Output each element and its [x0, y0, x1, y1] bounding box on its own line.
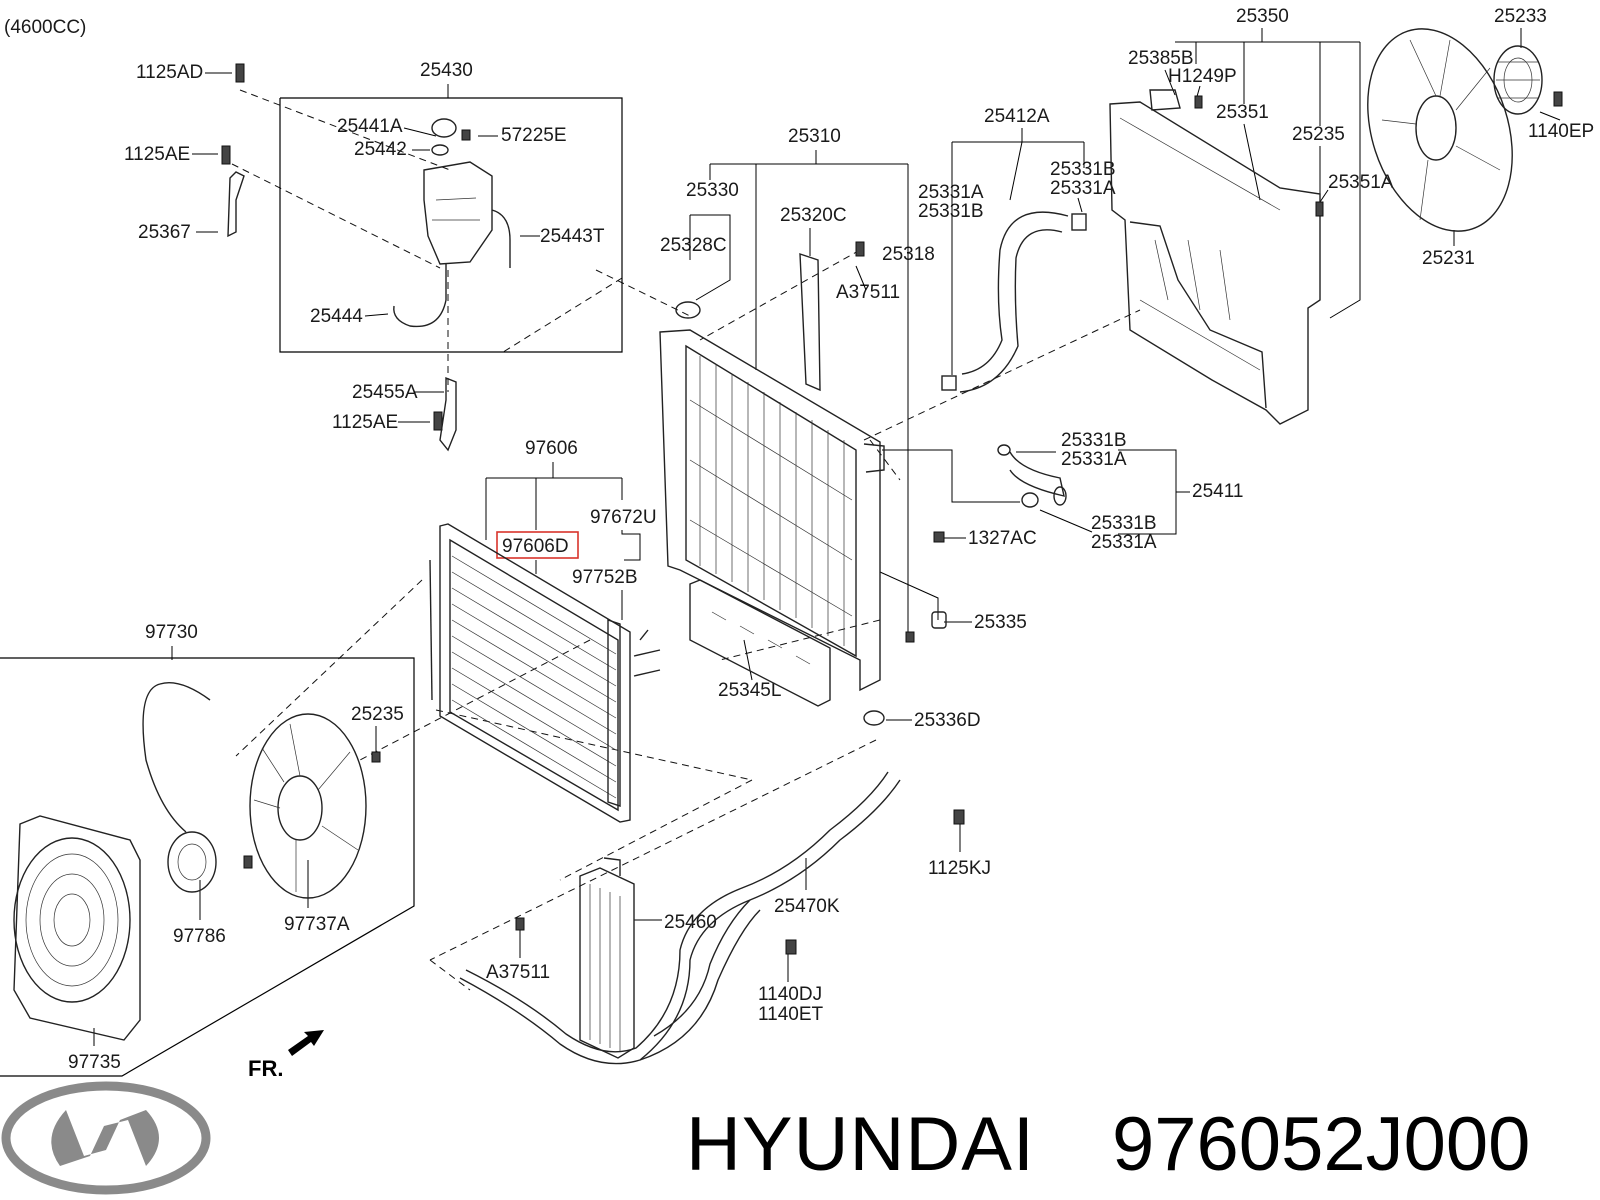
part-label-97672U: 97672U [590, 507, 657, 528]
fan-motor [167, 831, 217, 893]
part-label-25331A-1: 25331A [1050, 178, 1116, 199]
mount-insulator [931, 611, 947, 629]
part-label-97737A: 97737A [284, 914, 350, 935]
part-label-25320C: 25320C [780, 205, 847, 226]
bolt-icon [243, 855, 253, 869]
highlight-box-97606D [496, 531, 579, 559]
part-label-57225E: 57225E [501, 125, 567, 146]
part-label-1125AE-mid: 1125AE [332, 412, 398, 433]
fan-wire-harness [142, 682, 211, 833]
bolt-icon [1553, 91, 1563, 107]
part-label-25470K: 25470K [774, 896, 840, 917]
part-label-25233: 25233 [1494, 6, 1547, 27]
bolt-icon [433, 411, 443, 431]
part-label-25411: 25411 [1192, 481, 1243, 502]
condenser-fan-blade [249, 713, 367, 899]
part-label-25328C: 25328C [660, 235, 727, 256]
ac-condenser[interactable] [429, 523, 661, 823]
part-label-97730: 97730 [145, 622, 198, 643]
part-label-97606: 97606 [525, 438, 578, 459]
hyundai-logo [1, 1081, 211, 1195]
part-label-25351: 25351 [1216, 102, 1269, 123]
part-label-25430: 25430 [420, 60, 473, 81]
part-label-1125AE-top: 1125AE [124, 144, 190, 165]
bolt-icon [953, 809, 965, 825]
part-label-25367: 25367 [138, 222, 191, 243]
part-label-1327AC: 1327AC [968, 528, 1037, 549]
part-label-25310: 25310 [788, 126, 841, 147]
bolt-icon [371, 751, 381, 763]
part-label-25331B-2: 25331B [918, 201, 984, 222]
condenser-fan-shroud [13, 815, 141, 1041]
part-label-97786: 97786 [173, 926, 226, 947]
part-label-25345L: 25345L [718, 680, 781, 701]
front-direction-label: FR. [248, 1056, 283, 1081]
part-number: 976052J000 [1112, 1102, 1530, 1187]
part-label-25443T: 25443T [540, 226, 605, 247]
bolt-icon [235, 63, 245, 83]
bolt-icon [785, 939, 797, 955]
part-label-25351A: 25351A [1328, 172, 1394, 193]
part-label-25335: 25335 [974, 612, 1027, 633]
fan-shroud [1109, 89, 1321, 425]
brand-name: HYUNDAI [686, 1102, 1035, 1187]
part-label-97752B: 97752B [572, 567, 638, 588]
part-label-25331A-3: 25331A [1061, 449, 1127, 470]
bolt-icon [515, 917, 525, 931]
part-label-1140DJ: 1140DJ [758, 984, 822, 1005]
part-label-25442: 25442 [354, 139, 407, 160]
bolt-icon [855, 241, 865, 257]
transmission-oil-cooler [579, 857, 635, 1059]
part-label-25444: 25444 [310, 306, 363, 327]
part-label-25235-top: 25235 [1292, 124, 1345, 145]
fan-assembly-frame [0, 657, 415, 1077]
part-label-25460: 25460 [664, 912, 717, 933]
part-label-25331A-4: 25331A [1091, 532, 1157, 553]
reservoir-assembly-frame [279, 97, 623, 353]
part-label-97606D-highlighted[interactable]: 97606D [502, 536, 569, 557]
coolant-reservoir [393, 118, 511, 328]
bolt-icon [1315, 201, 1324, 217]
engine-code-label: (4600CC) [4, 17, 86, 38]
part-label-1125AD: 1125AD [136, 62, 203, 83]
part-label-25235-low: 25235 [351, 704, 404, 725]
bolt-icon [221, 145, 231, 165]
part-label-25455A: 25455A [352, 382, 418, 403]
assembly-dashed-lines [231, 89, 1141, 991]
part-label-25441A: 25441A [337, 116, 403, 137]
part-label-1140EP: 1140EP [1528, 121, 1594, 142]
nut-icon [933, 531, 945, 543]
front-arrow-icon [288, 1030, 324, 1056]
radiator-side-bracket [799, 253, 821, 392]
oil-cooler-lines [459, 771, 901, 1065]
part-label-25412A: 25412A [984, 106, 1050, 127]
part-label-1140ET: 1140ET [758, 1004, 824, 1025]
part-label-25350: 25350 [1236, 6, 1289, 27]
mount-insulator [863, 710, 885, 726]
reservoir-bracket [227, 171, 245, 238]
part-label-25231: 25231 [1422, 248, 1475, 269]
part-label-25336D: 25336D [914, 710, 981, 731]
part-label-H1249P: H1249P [1168, 66, 1237, 87]
part-label-1125KJ: 1125KJ [928, 858, 991, 879]
upper-radiator-hose [941, 211, 1087, 393]
part-label-A37511-top: A37511 [836, 282, 900, 303]
part-label-A37511-low: A37511 [486, 962, 550, 983]
drain-plug-icon [905, 631, 915, 643]
lower-radiator-hose [997, 444, 1067, 508]
part-label-25331B-1: 25331B [1050, 159, 1116, 180]
fan-clutch [1493, 45, 1543, 115]
radiator [659, 301, 885, 692]
part-label-25331A-2: 25331A [918, 182, 984, 203]
radiator-lower-shield [689, 579, 831, 707]
cooling-fan-blade [1367, 28, 1513, 232]
part-label-25330: 25330 [686, 180, 739, 201]
bolt-icon [1194, 95, 1203, 109]
part-label-25331B-3: 25331B [1061, 430, 1127, 451]
part-label-25385B: 25385B [1128, 48, 1194, 69]
part-label-25331B-4: 25331B [1091, 513, 1157, 534]
part-label-97735: 97735 [68, 1052, 121, 1073]
reservoir-lower-bracket [439, 376, 457, 452]
